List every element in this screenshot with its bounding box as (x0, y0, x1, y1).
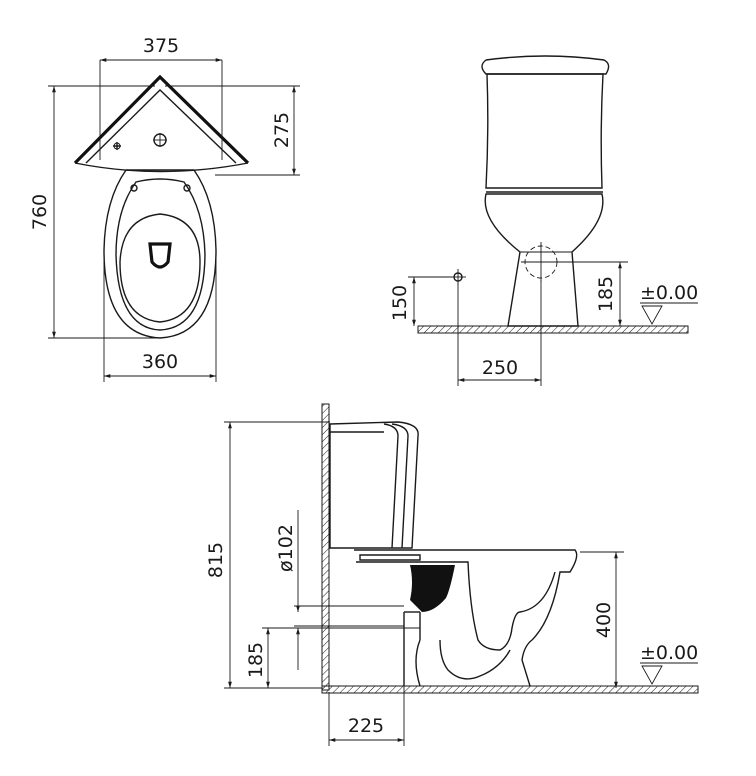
dimension-400: 400 (580, 551, 624, 688)
trap-section (410, 565, 455, 612)
side-floor (321, 685, 699, 694)
dim-label-185-side: 185 (245, 642, 267, 678)
front-view: 150 185 ±0.00 250 (389, 55, 698, 386)
dimension-diameter-102: ø102 (275, 510, 404, 670)
front-inlet-symbol (450, 269, 466, 285)
dimension-760: 760 (29, 85, 160, 339)
dimension-275: 275 (165, 85, 300, 176)
dimension-250: 250 (457, 280, 542, 386)
front-cistern (481, 55, 610, 193)
dim-label-375: 375 (143, 35, 179, 57)
dim-label-185-front: 185 (595, 276, 617, 312)
dimension-360: 360 (103, 255, 217, 382)
side-view: 815 ø102 185 400 ±0.00 (205, 403, 699, 746)
dimension-225: 225 (328, 686, 405, 746)
dimension-815: 815 (205, 421, 330, 689)
dim-label-225: 225 (348, 715, 384, 737)
dim-label-400: 400 (593, 602, 615, 638)
dim-label-815: 815 (205, 542, 227, 578)
side-wall (321, 403, 330, 691)
dimension-375: 375 (99, 35, 223, 160)
front-level-label: ±0.00 (640, 282, 698, 304)
dim-label-diameter-102: ø102 (275, 524, 297, 572)
dimension-185-front: 185 (560, 261, 628, 326)
dimension-150: 150 (389, 276, 452, 326)
corner-tank-outline (73, 74, 250, 173)
side-floor-level: ±0.00 (640, 642, 698, 685)
front-floor-level: ±0.00 (640, 282, 698, 325)
dim-label-760: 760 (29, 194, 51, 230)
dimension-185-side: 185 (245, 627, 420, 688)
side-cistern (329, 421, 419, 549)
dim-label-150: 150 (389, 285, 411, 321)
front-floor (417, 325, 689, 334)
dim-label-275: 275 (271, 112, 293, 148)
side-level-label: ±0.00 (640, 642, 698, 664)
bowl-top-outline (103, 169, 217, 339)
front-bowl (484, 193, 604, 327)
top-view: 375 275 760 360 (29, 35, 300, 382)
dim-label-360: 360 (142, 351, 178, 373)
side-bowl (354, 549, 578, 687)
dim-label-250: 250 (482, 357, 518, 379)
